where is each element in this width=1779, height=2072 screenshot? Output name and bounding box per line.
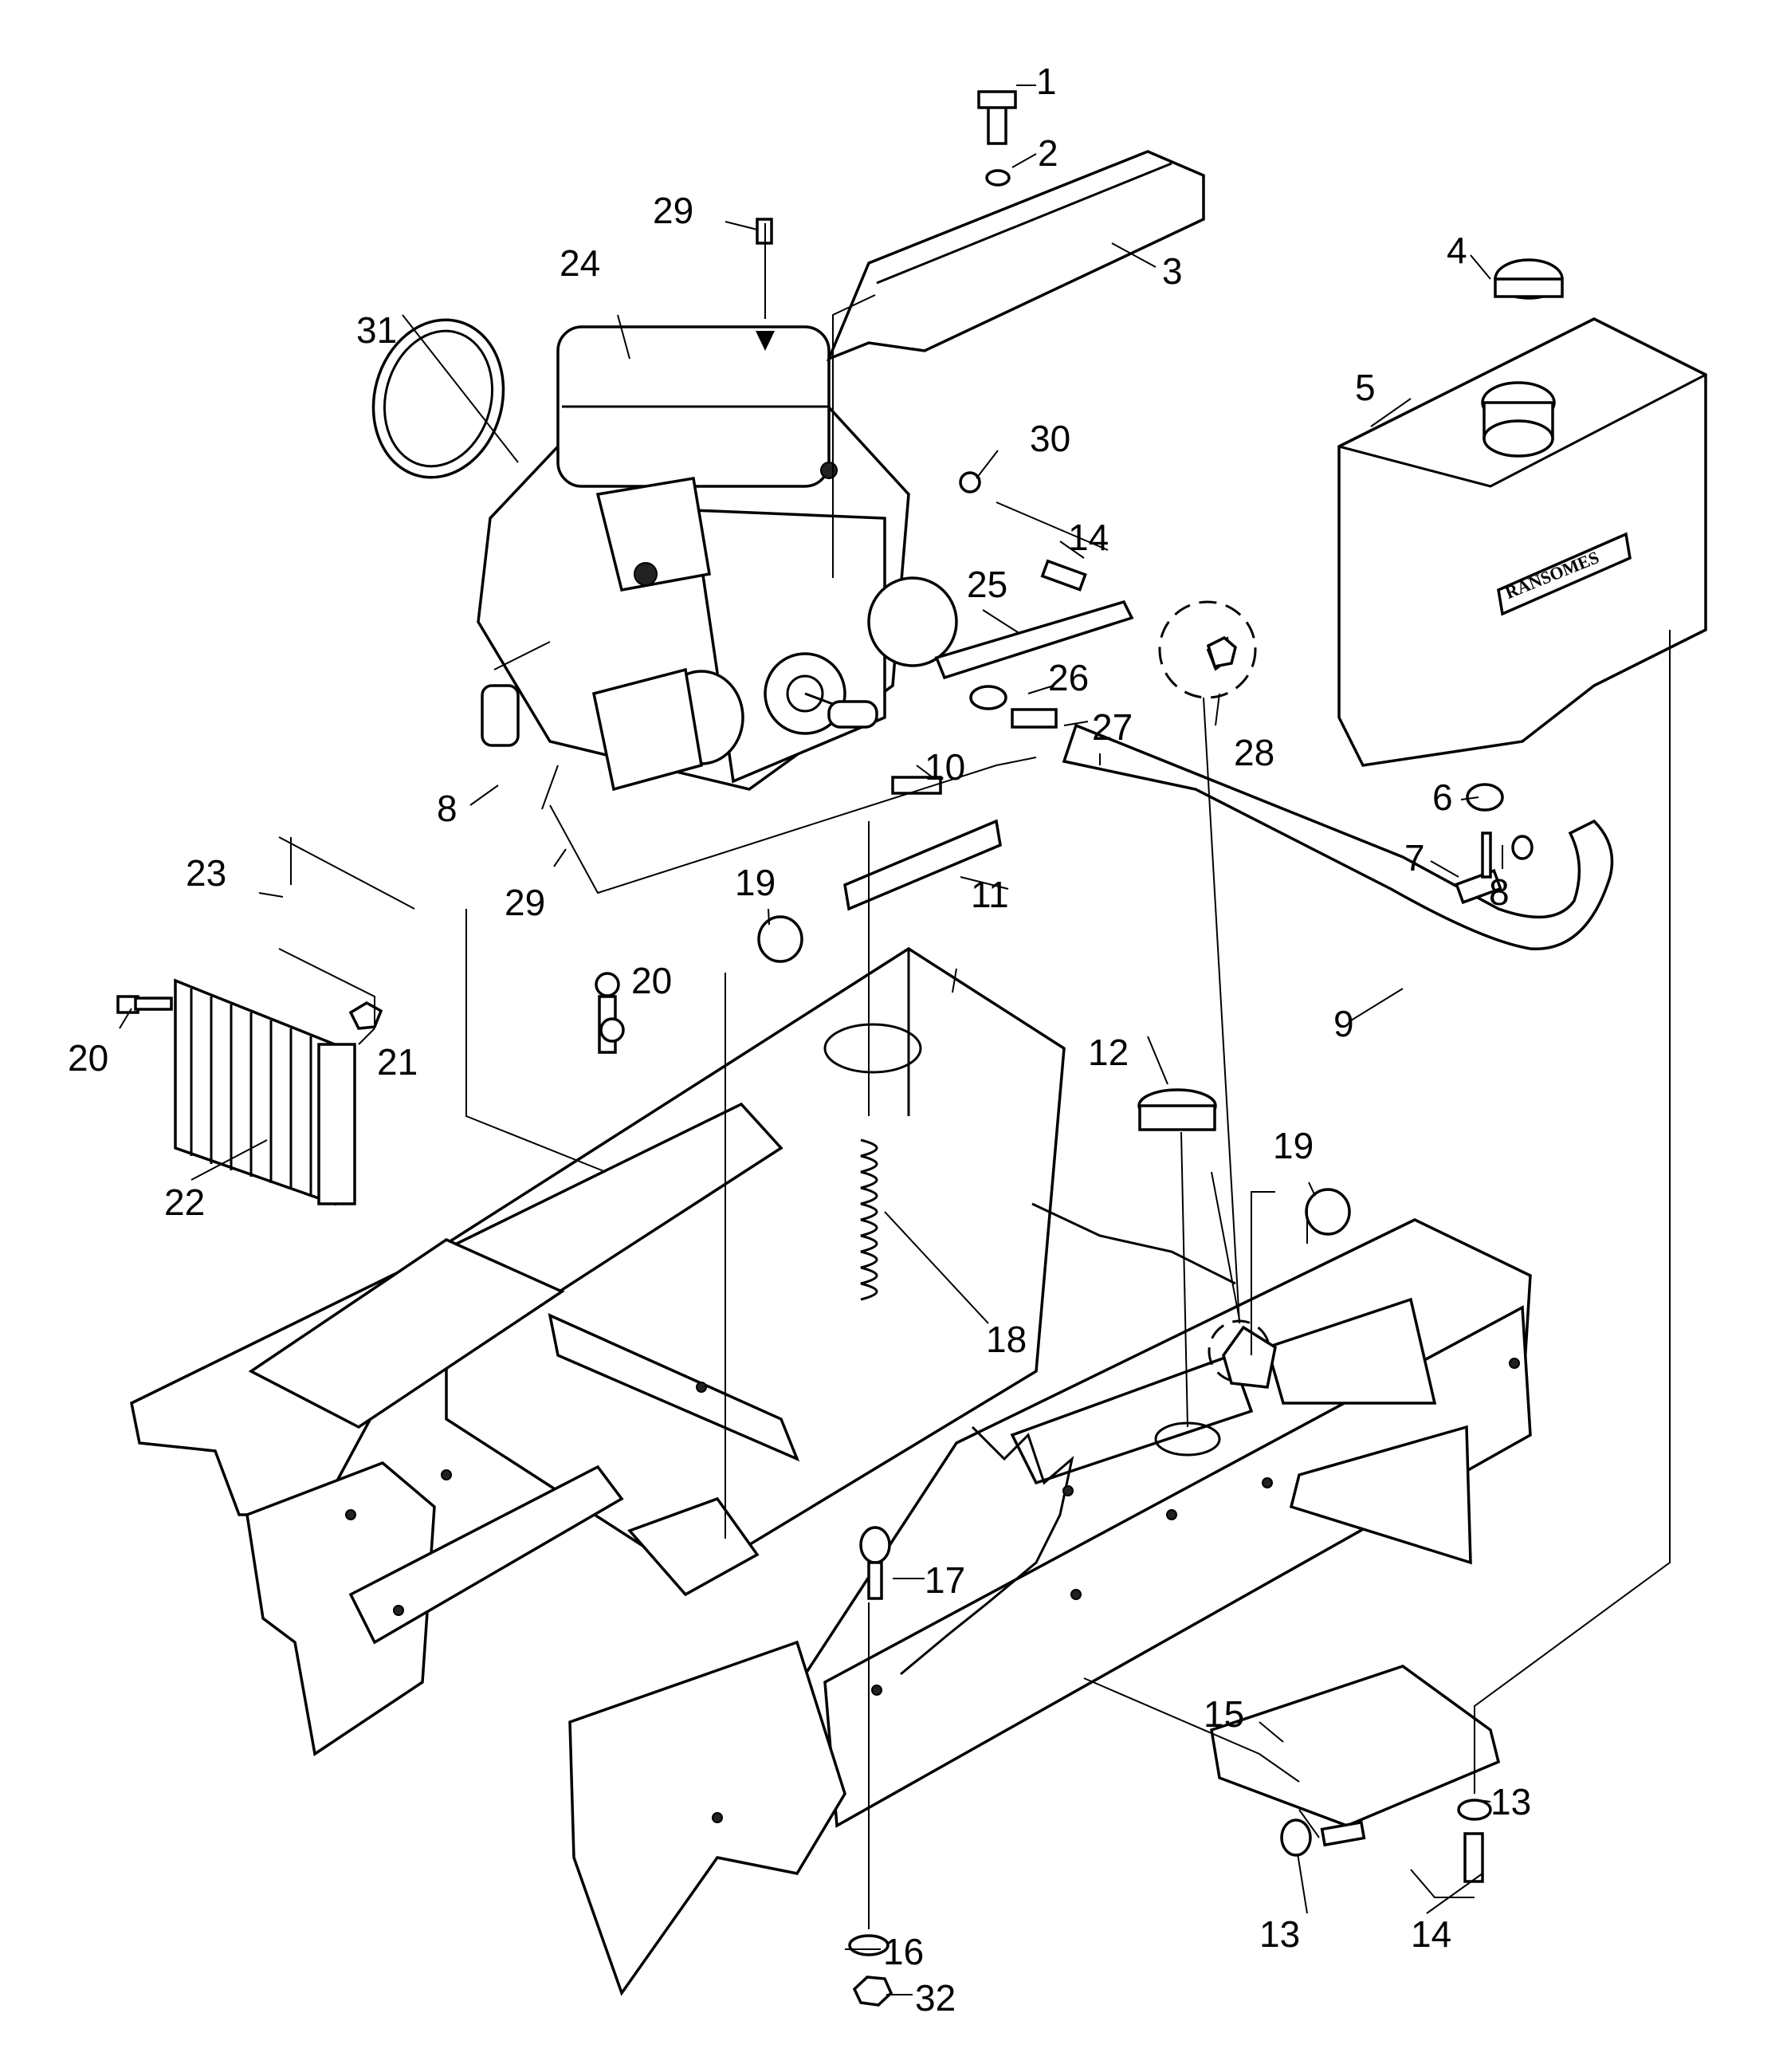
callout-29b: 29 xyxy=(505,882,545,923)
chassis-frame xyxy=(130,946,1532,1996)
callout-12: 12 xyxy=(1088,1032,1129,1073)
callout-15: 15 xyxy=(1204,1693,1244,1735)
callout-16: 16 xyxy=(883,1931,924,1972)
callout-13a: 13 xyxy=(1490,1781,1531,1822)
callout-28: 28 xyxy=(1234,732,1274,773)
callout-21: 21 xyxy=(377,1041,418,1083)
callout-8b: 8 xyxy=(1489,871,1510,913)
callout-19b: 19 xyxy=(1273,1125,1314,1166)
fuel-hose xyxy=(1062,723,1614,950)
leader-lines xyxy=(119,85,1671,1995)
hardware-items xyxy=(116,90,1534,2007)
callout-1: 1 xyxy=(1036,61,1057,102)
callout-27: 27 xyxy=(1092,706,1133,748)
callout-32: 32 xyxy=(915,1977,956,2019)
callout-20a: 20 xyxy=(631,960,672,1001)
callout-17: 17 xyxy=(925,1559,965,1601)
fuel-filter xyxy=(481,684,520,747)
callout-2: 2 xyxy=(1038,132,1058,174)
callout-26: 26 xyxy=(1048,657,1089,698)
callout-19a: 19 xyxy=(735,862,776,903)
fuel-tank: RANSOMES xyxy=(1337,317,1707,767)
callout-4: 4 xyxy=(1447,230,1467,271)
spring xyxy=(860,1138,878,1301)
callout-30: 30 xyxy=(1030,418,1070,459)
callout-18: 18 xyxy=(986,1319,1027,1360)
callout-25: 25 xyxy=(967,564,1007,605)
part-11-bracket xyxy=(843,819,1002,911)
callout-labels: 1 2 3 4 5 6 7 8 8 9 10 11 12 13 13 14 14… xyxy=(68,61,1531,2019)
callout-14a: 14 xyxy=(1068,517,1109,558)
engine-assembly xyxy=(477,325,958,792)
callout-5: 5 xyxy=(1355,367,1376,408)
callout-3: 3 xyxy=(1162,250,1183,292)
callout-20b: 20 xyxy=(68,1037,108,1079)
callout-14b: 14 xyxy=(1411,1913,1451,1955)
brand-plate xyxy=(1497,532,1632,616)
callout-22: 22 xyxy=(164,1181,205,1223)
callout-10: 10 xyxy=(925,746,965,788)
callout-13b: 13 xyxy=(1259,1913,1300,1955)
part-25-arm xyxy=(934,600,1134,680)
oil-cooler xyxy=(174,978,356,1206)
callout-29a: 29 xyxy=(653,190,693,231)
part-3-bracket xyxy=(826,150,1205,362)
callout-9: 9 xyxy=(1333,1003,1354,1044)
callout-31: 31 xyxy=(356,309,397,351)
callout-7: 7 xyxy=(1404,837,1425,879)
part-15-plate xyxy=(1210,1665,1501,1827)
callout-11: 11 xyxy=(971,874,1009,915)
callout-23: 23 xyxy=(186,852,226,894)
part-31-ring xyxy=(371,318,505,479)
callout-24: 24 xyxy=(560,242,600,284)
callout-8a: 8 xyxy=(437,788,458,829)
callout-6: 6 xyxy=(1432,777,1453,818)
